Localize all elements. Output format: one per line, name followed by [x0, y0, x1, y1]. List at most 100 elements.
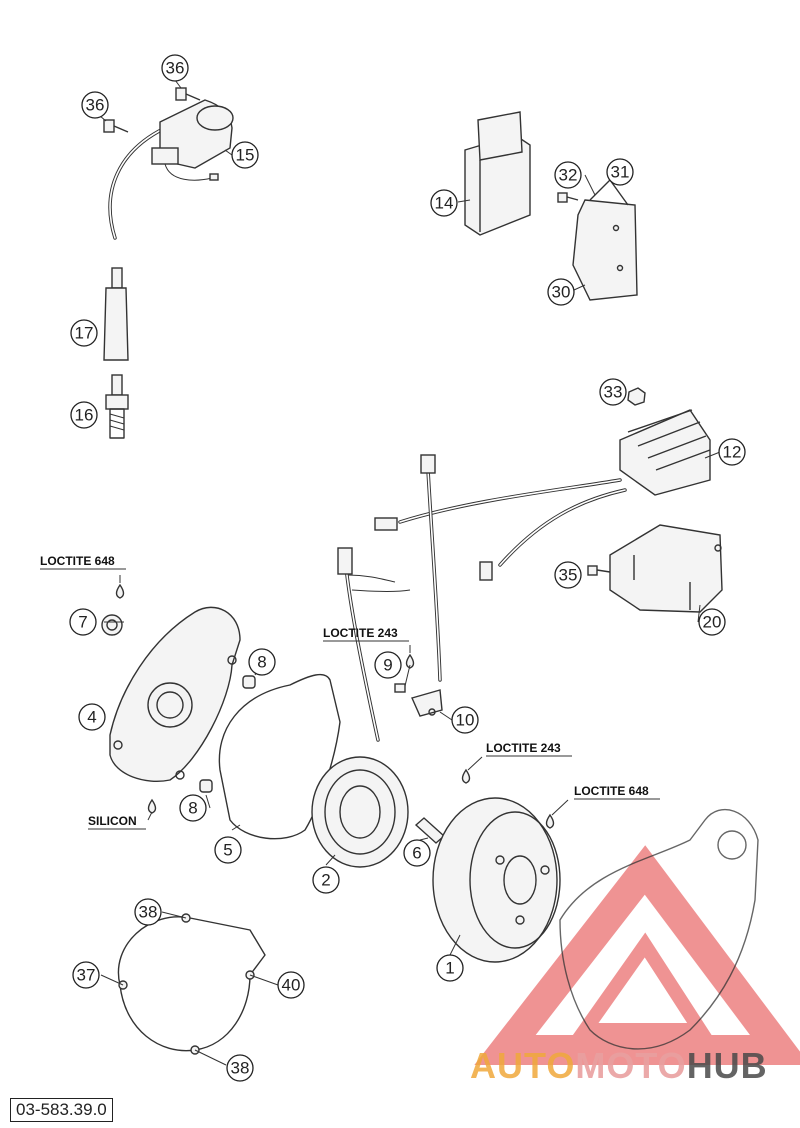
spark-plug-cap-part	[103, 267, 129, 361]
label-loctite-243-screw: LOCTITE 243	[323, 626, 409, 642]
callout-31: 31	[606, 158, 634, 186]
callout-38-upper: 38	[134, 898, 162, 926]
watermark-triangle-logo	[474, 845, 800, 1065]
svg-text:10: 10	[456, 711, 475, 730]
label-loctite-243-stator: LOCTITE 243	[486, 741, 572, 757]
ignition-cover-part	[109, 606, 241, 782]
cdi-unit-part	[464, 111, 531, 236]
svg-text:31: 31	[611, 163, 630, 182]
svg-text:9: 9	[383, 656, 392, 675]
callout-32: 32	[554, 161, 582, 189]
dowel-8-lower	[199, 779, 213, 793]
dowel-8-upper	[242, 675, 256, 689]
callout-6: 6	[403, 839, 431, 867]
svg-text:32: 32	[559, 166, 578, 185]
callout-10: 10	[451, 706, 479, 734]
ignition-coil-part	[108, 99, 234, 240]
callout-40: 40	[277, 971, 305, 999]
svg-text:LOCTITE 243: LOCTITE 243	[323, 626, 398, 640]
svg-text:38: 38	[231, 1059, 250, 1078]
regulator-wiring	[374, 478, 627, 581]
regulator-bracket-30-31	[572, 179, 638, 301]
svg-text:37: 37	[77, 966, 96, 985]
cover-gasket-5	[218, 673, 341, 840]
svg-text:LOCTITE 243: LOCTITE 243	[486, 741, 561, 755]
callout-7: 7	[69, 608, 97, 636]
loctite-drop-648-flywheel	[545, 813, 555, 829]
callout-1: 1	[436, 954, 464, 982]
callout-8-lower: 8	[179, 794, 207, 822]
stator-part	[311, 756, 409, 868]
callout-37: 37	[72, 961, 100, 989]
callout-14: 14	[430, 189, 458, 217]
callout-8-upper: 8	[248, 648, 276, 676]
svg-text:38: 38	[139, 903, 158, 922]
label-loctite-648-flywheel: LOCTITE 648	[574, 784, 660, 800]
pickup-cable	[420, 454, 442, 682]
callout-36-upper: 36	[161, 54, 189, 82]
loctite-drop-243-stator	[461, 768, 471, 784]
watermark-brand-text: AUTOMOTOHUB	[470, 1045, 768, 1087]
callout-16: 16	[70, 401, 98, 429]
regulator-mounting-bracket	[609, 524, 723, 613]
svg-text:33: 33	[604, 383, 623, 402]
loctite-drop-648-cover	[115, 583, 125, 599]
stator-screw-6	[414, 817, 446, 844]
watermark-auto: AUTO	[470, 1045, 576, 1086]
screw-32	[557, 192, 579, 203]
engine-case-outline	[559, 809, 759, 1050]
svg-text:6: 6	[412, 844, 421, 863]
callout-36-left: 36	[81, 91, 109, 119]
bolt-36-left	[99, 115, 129, 133]
callout-15: 15	[231, 141, 259, 169]
svg-text:8: 8	[188, 799, 197, 818]
svg-text:LOCTITE 648: LOCTITE 648	[40, 554, 115, 568]
svg-text:8: 8	[257, 653, 266, 672]
svg-text:35: 35	[559, 566, 578, 585]
svg-text:12: 12	[723, 443, 742, 462]
callout-2: 2	[312, 866, 340, 894]
screw-35	[587, 565, 611, 576]
callout-30: 30	[547, 278, 575, 306]
svg-text:30: 30	[552, 283, 571, 302]
callout-17: 17	[70, 319, 98, 347]
bolt-36-upper	[174, 79, 201, 101]
svg-text:5: 5	[223, 841, 232, 860]
svg-text:36: 36	[166, 59, 185, 78]
oil-seal-7	[101, 614, 123, 636]
callout-35: 35	[554, 561, 582, 589]
flywheel-rotor-part	[432, 797, 561, 963]
callout-20: 20	[698, 608, 726, 636]
svg-text:SILICON: SILICON	[88, 814, 137, 828]
spark-plug-part	[105, 374, 129, 439]
stator-cable	[337, 547, 411, 742]
svg-text:LOCTITE 648: LOCTITE 648	[574, 784, 649, 798]
callout-33: 33	[599, 378, 627, 406]
gasket-lower-outline	[117, 913, 266, 1055]
label-loctite-648-cover: LOCTITE 648	[40, 554, 126, 570]
callout-4: 4	[78, 703, 106, 731]
silicon-drop	[147, 798, 157, 814]
nut-33	[627, 387, 646, 406]
pulse-generator-10	[411, 689, 443, 717]
svg-text:40: 40	[282, 976, 301, 995]
label-silicon: SILICON	[88, 814, 146, 830]
svg-text:17: 17	[75, 324, 94, 343]
svg-text:36: 36	[86, 96, 105, 115]
svg-text:20: 20	[703, 613, 722, 632]
screw-9	[394, 683, 406, 693]
callout-12: 12	[718, 438, 746, 466]
watermark-hub: HUB	[686, 1045, 768, 1086]
svg-text:16: 16	[75, 406, 94, 425]
regulator-rectifier-part	[619, 409, 711, 496]
callout-9: 9	[374, 651, 402, 679]
svg-text:14: 14	[435, 194, 454, 213]
svg-text:1: 1	[445, 959, 454, 978]
watermark-moto: MOTO	[575, 1045, 687, 1086]
loctite-drop-243-screw	[405, 653, 415, 669]
drawing-number: 03-583.39.0	[10, 1098, 113, 1122]
callout-38-lower: 38	[226, 1054, 254, 1082]
svg-text:4: 4	[87, 708, 96, 727]
callout-5: 5	[214, 836, 242, 864]
